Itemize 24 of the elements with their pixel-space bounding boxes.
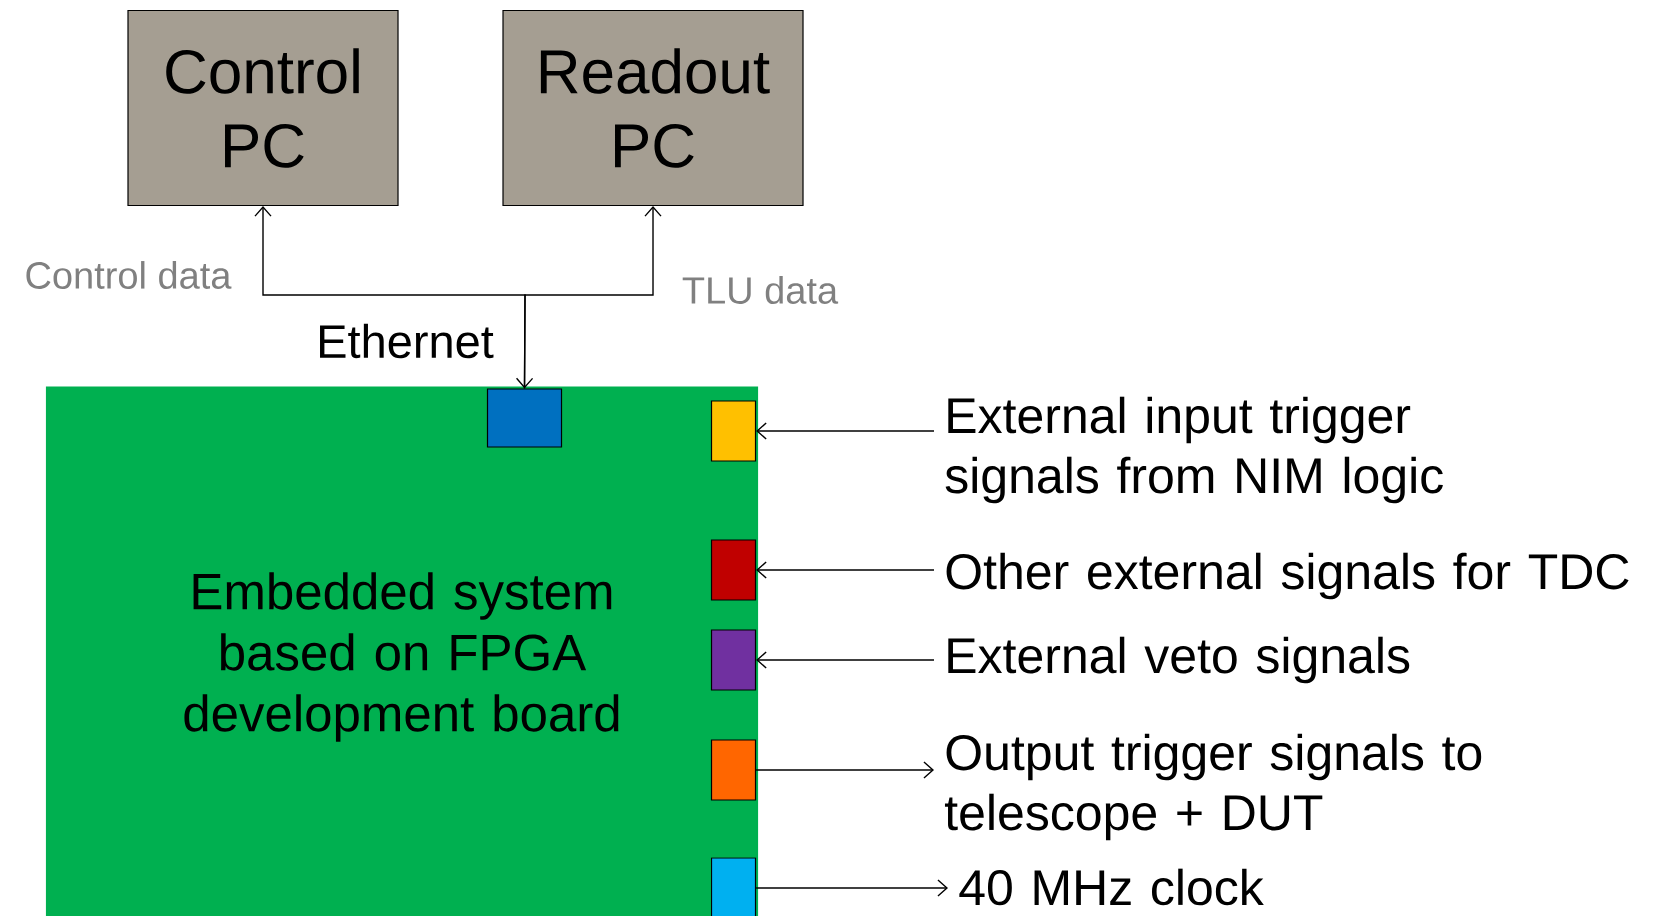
text-label: Ethernet bbox=[320, 323, 494, 359]
computer-box: Control PC bbox=[127, 9, 399, 207]
signal-label: Output trigger signals to telescope + DUT bbox=[944, 733, 1482, 841]
connector-port bbox=[486, 388, 563, 448]
connector-port bbox=[710, 400, 757, 462]
connector-port bbox=[710, 539, 757, 601]
arrow bbox=[755, 879, 948, 897]
signal-label: 40 MHz clock bbox=[959, 868, 1264, 906]
arrow bbox=[254, 206, 534, 389]
arrow bbox=[756, 422, 935, 440]
arrow bbox=[756, 561, 935, 579]
connector-port bbox=[710, 739, 757, 801]
connector-port bbox=[710, 857, 757, 916]
board-box: Embedded system based on FPGA development board bbox=[45, 386, 759, 916]
arrow bbox=[755, 761, 934, 779]
signal-label: Other external signals for TDC bbox=[946, 552, 1629, 600]
signal-label: External input trigger signals from NIM logic bbox=[945, 396, 1443, 504]
computer-box: Readout PC bbox=[502, 9, 804, 207]
arrow bbox=[523, 206, 662, 390]
edge-label: TLU data bbox=[682, 276, 839, 304]
signal-label: External veto signals bbox=[948, 636, 1410, 684]
connector-port bbox=[710, 629, 757, 691]
edge-label: Control data bbox=[26, 261, 232, 289]
arrow bbox=[756, 651, 935, 669]
